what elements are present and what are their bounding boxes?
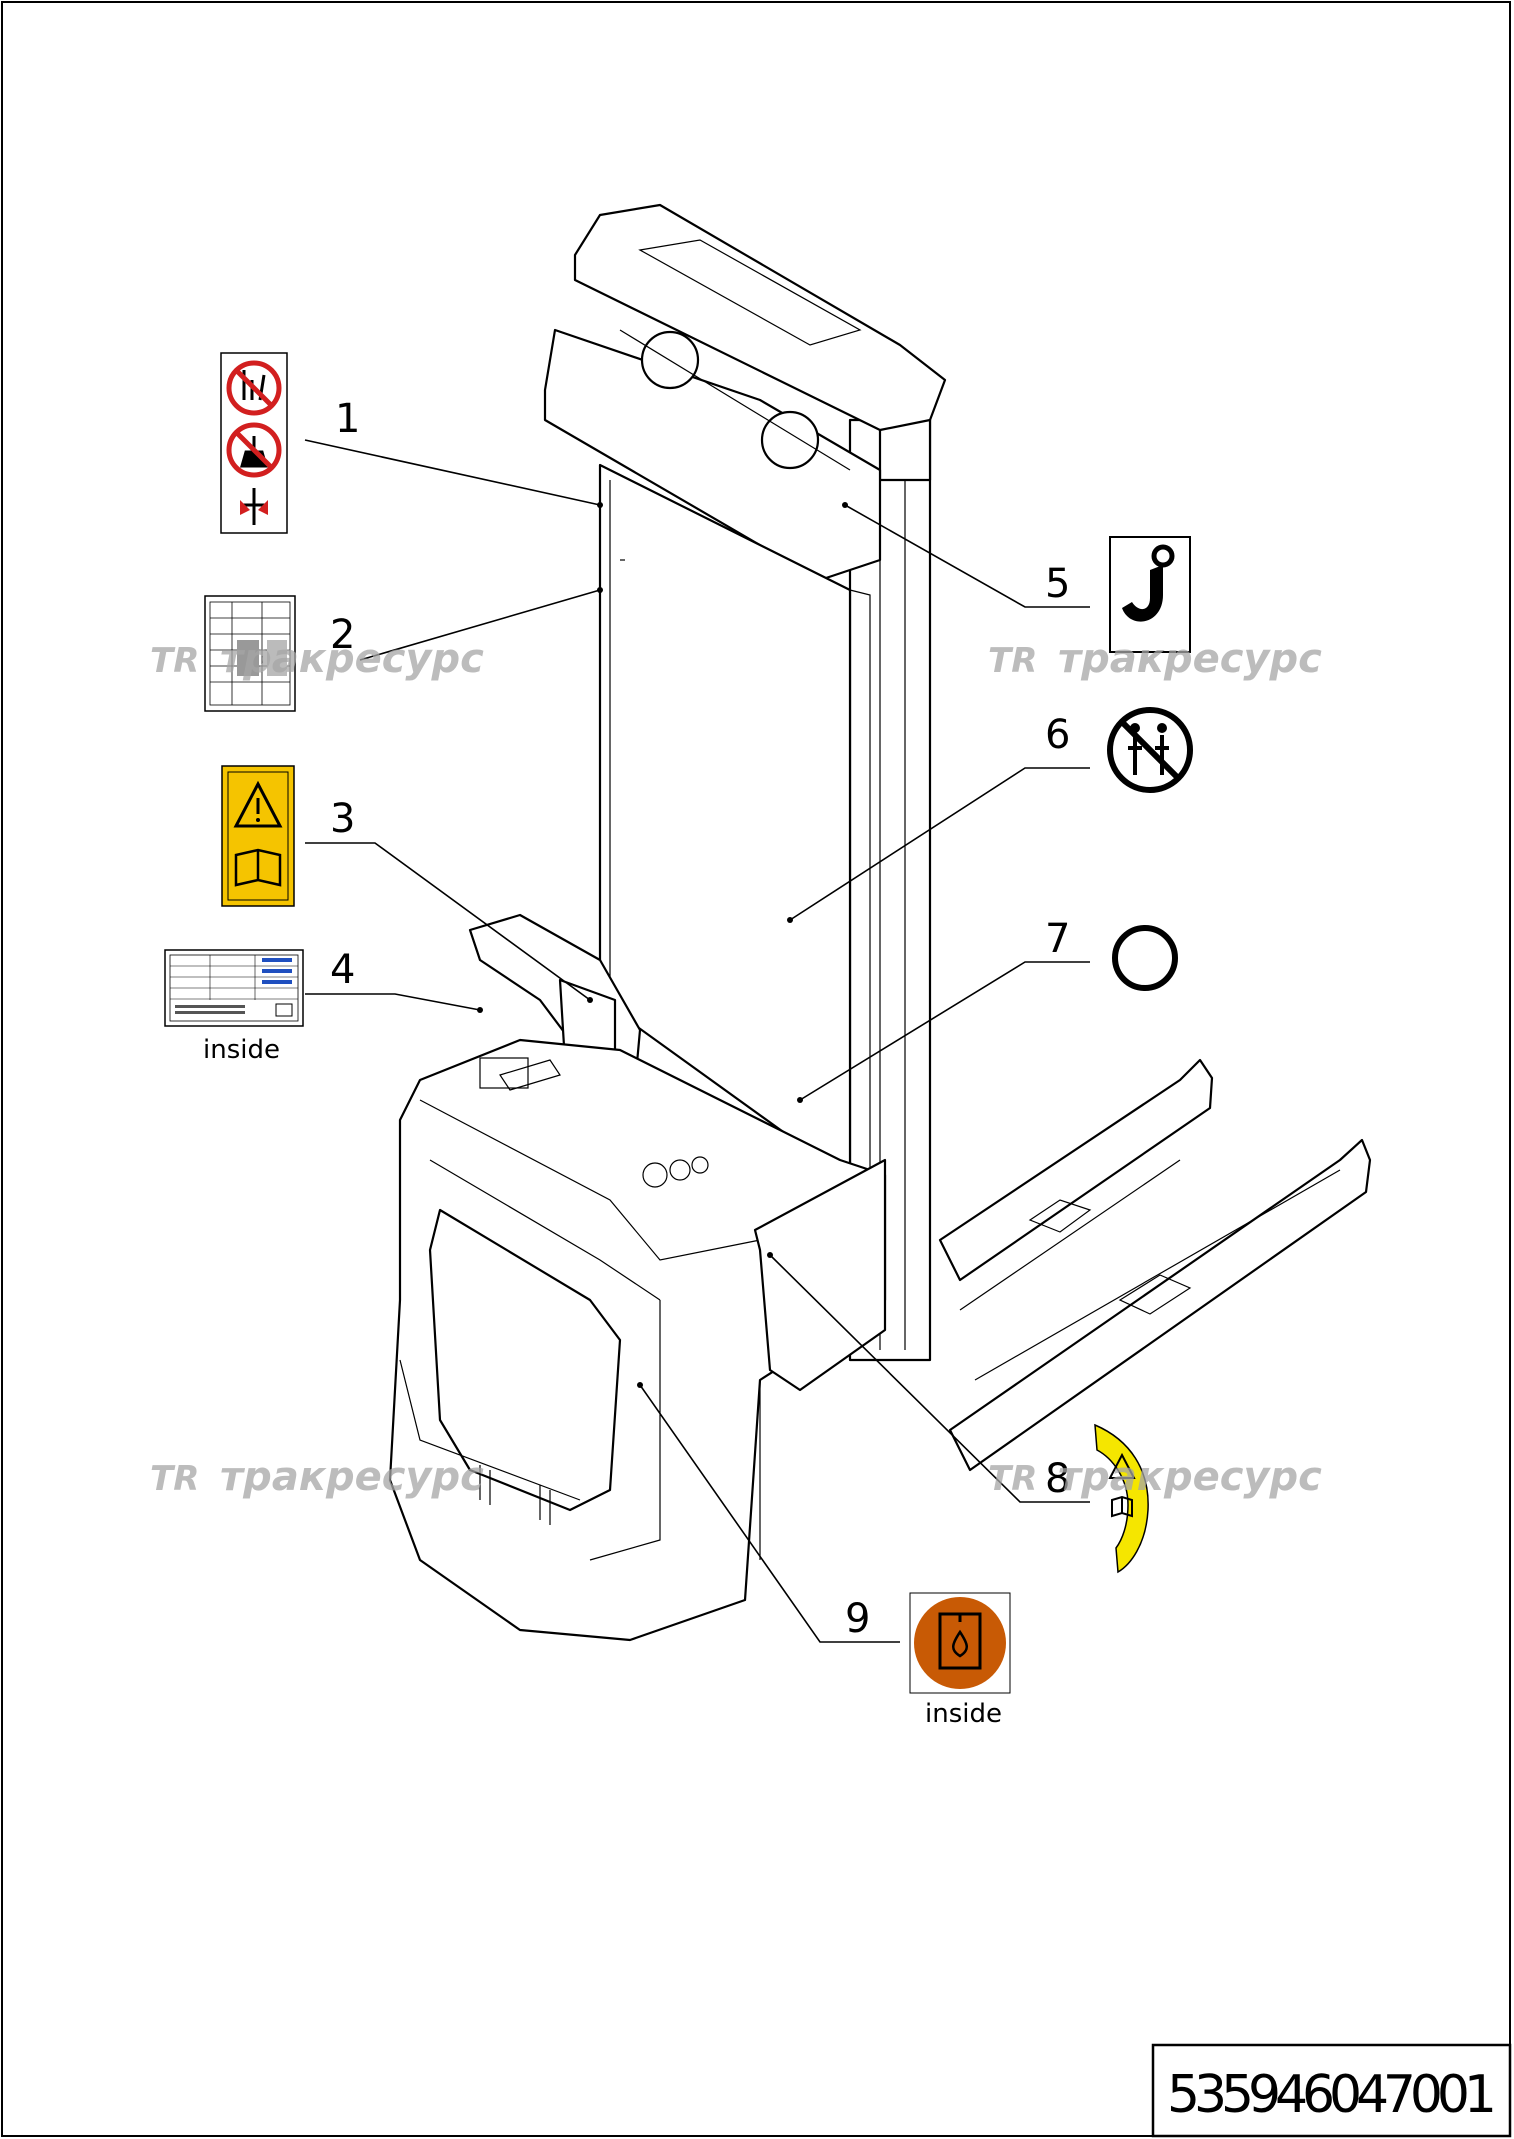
watermark-logo-4: TR тракресурс — [988, 1454, 1322, 1500]
curved-warning-manual-icon — [1094, 1423, 1149, 1574]
svg-text:тракресурс: тракресурс — [1058, 1454, 1322, 1500]
callout-6: 6 — [1045, 712, 1070, 758]
callout-2: 2 — [330, 612, 355, 658]
ring-icon — [1112, 925, 1178, 991]
callout-8: 8 — [1045, 1456, 1070, 1502]
svg-text:TR: TR — [988, 1459, 1037, 1499]
pallet-stacker-drawing — [388, 203, 1372, 1642]
document-number-box: 535946047001 — [1151, 2043, 1512, 2138]
inside-label-4: inside — [203, 1035, 280, 1065]
no-passengers-icon — [1107, 707, 1193, 793]
callout-3: 3 — [330, 796, 355, 842]
truck-body — [388, 1038, 887, 1642]
watermark-logo-2: TR тракресурс — [988, 636, 1322, 682]
watermark-logo-3: TR тракресурс — [150, 1454, 484, 1500]
inside-label-9: inside — [925, 1699, 1002, 1729]
callout-1: 1 — [335, 396, 360, 442]
svg-text:TR: TR — [150, 1459, 199, 1499]
callout-9: 9 — [845, 1596, 870, 1642]
leader-lines — [304, 439, 1090, 1643]
no-standing-on-fork-icon — [220, 352, 288, 534]
callout-7: 7 — [1045, 916, 1070, 962]
callout-numbers: 1 2 3 4 5 6 7 8 9 — [330, 396, 1070, 1642]
svg-text:тракресурс: тракресурс — [220, 636, 484, 682]
callout-4: 4 — [330, 947, 355, 993]
hook-icon — [1109, 536, 1191, 653]
hydraulic-oil-icon — [909, 1592, 1011, 1694]
warning-read-manual-icon — [221, 765, 295, 907]
nameplate-icon — [164, 949, 304, 1027]
svg-text:тракресурс: тракресурс — [1058, 636, 1322, 682]
svg-text:тракресурс: тракресурс — [220, 1454, 484, 1500]
callout-5: 5 — [1045, 561, 1070, 607]
watermark-logo-1: TR тракресурс — [150, 636, 484, 682]
load-chart-label-icon — [204, 595, 296, 712]
document-number: 535946047001 — [1167, 2065, 1497, 2125]
forks — [938, 1058, 1372, 1472]
svg-text:TR: TR — [988, 641, 1037, 681]
svg-text:TR: TR — [150, 641, 199, 681]
watermarks: TR тракресурс TR тракресурс TR тракресур… — [150, 636, 1322, 1500]
